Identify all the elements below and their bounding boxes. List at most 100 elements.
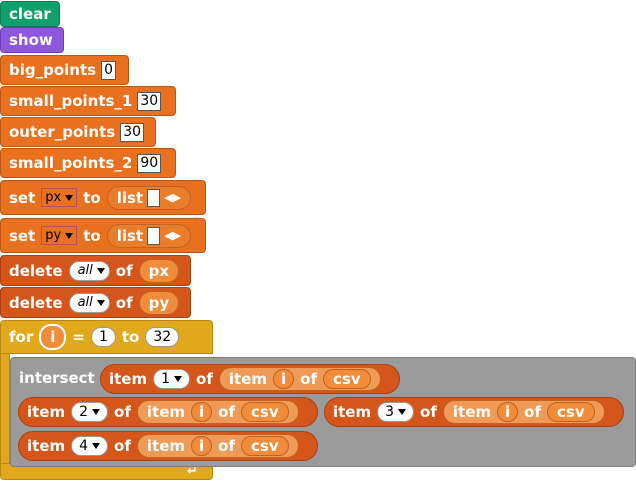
var-csv-label: csv: [333, 370, 361, 388]
of-label: of: [524, 403, 542, 421]
loop-arrow-icon: ↵: [187, 464, 198, 479]
dropdown-arrow-icon: [92, 409, 101, 415]
var-i[interactable]: i: [191, 436, 213, 456]
list-reporter[interactable]: list ◀▶: [106, 185, 192, 210]
dropdown-arrow-icon: [174, 376, 183, 382]
delete-label: delete: [9, 293, 63, 312]
item-reporter-3[interactable]: item 3 of item i of csv: [324, 397, 624, 427]
of-label: of: [115, 261, 133, 280]
to-label: to: [83, 226, 101, 245]
list-slot[interactable]: [147, 188, 161, 207]
outer-points-label: outer_points: [9, 123, 116, 141]
item-index: 3: [385, 404, 395, 420]
outer-points-input[interactable]: 30: [120, 122, 145, 142]
dropdown-arrow-icon: [398, 409, 407, 415]
item-of-i-reporter[interactable]: item i of csv: [136, 400, 299, 424]
item-index: 2: [79, 404, 89, 420]
set-py-block[interactable]: set py to list ◀▶: [0, 218, 206, 253]
item-index-dropdown-3[interactable]: 3: [377, 402, 415, 422]
var-csv[interactable]: csv: [323, 369, 371, 389]
var-py-reporter[interactable]: py: [138, 290, 180, 315]
var-py-label: py: [45, 228, 62, 243]
for-loop-block[interactable]: for i = 1 to 32: [0, 320, 213, 354]
item-label: item: [146, 403, 186, 421]
delete-option-dropdown[interactable]: all: [68, 292, 110, 313]
small-points-1-label: small_points_1: [9, 92, 133, 110]
list-reporter[interactable]: list ◀▶: [106, 223, 192, 248]
var-i[interactable]: i: [273, 369, 295, 389]
big-points-input[interactable]: 0: [101, 60, 116, 80]
delete-px-block[interactable]: delete all of px: [0, 255, 191, 286]
show-block[interactable]: show: [0, 27, 64, 53]
loop-var-label: i: [50, 328, 56, 346]
for-end-input[interactable]: 32: [145, 327, 180, 347]
item-index-dropdown-4[interactable]: 4: [71, 436, 109, 456]
list-slot[interactable]: [147, 226, 161, 245]
of-label: of: [420, 403, 437, 421]
item-label: item: [452, 403, 492, 421]
dropdown-arrow-icon: [96, 299, 105, 306]
delete-option: all: [77, 263, 93, 278]
var-csv[interactable]: csv: [241, 436, 289, 456]
item-label: item: [27, 437, 66, 455]
var-csv[interactable]: csv: [241, 402, 289, 422]
var-px-label: px: [148, 261, 170, 280]
item-index-dropdown-2[interactable]: 2: [71, 402, 109, 422]
clear-label: clear: [9, 5, 51, 23]
item-index: 4: [79, 438, 89, 454]
small-points-2-label: small_points_2: [9, 154, 133, 172]
var-px-reporter[interactable]: px: [138, 258, 180, 283]
item-label: item: [333, 403, 372, 421]
item-label: item: [146, 437, 186, 455]
small-points-2-input[interactable]: 90: [137, 153, 162, 173]
var-dropdown-py[interactable]: py: [41, 226, 78, 245]
set-px-block[interactable]: set px to list ◀▶: [0, 180, 206, 215]
loop-var-i[interactable]: i: [39, 324, 67, 350]
small-points-1-input[interactable]: 30: [137, 91, 162, 111]
var-dropdown-px[interactable]: px: [41, 188, 78, 207]
equals-label: =: [72, 328, 85, 346]
outer-points-block[interactable]: outer_points 30: [0, 117, 156, 147]
dropdown-arrow-icon: [96, 267, 105, 274]
delete-option-dropdown[interactable]: all: [68, 260, 110, 281]
set-label: set: [9, 226, 36, 245]
list-label: list: [116, 226, 144, 245]
arrows-icon[interactable]: ◀▶: [164, 191, 182, 204]
item-label: item: [109, 370, 148, 388]
item-reporter-1[interactable]: item 1 of item i of csv: [100, 364, 400, 394]
of-label: of: [218, 403, 236, 421]
for-label: for: [9, 328, 34, 346]
item-of-i-reporter[interactable]: item i of csv: [218, 367, 381, 391]
of-label: of: [115, 293, 133, 312]
var-csv[interactable]: csv: [547, 402, 595, 422]
var-csv-label: csv: [251, 437, 279, 455]
var-i[interactable]: i: [191, 402, 213, 422]
item-index: 1: [161, 371, 171, 387]
clear-block[interactable]: clear: [0, 1, 60, 27]
delete-label: delete: [9, 261, 63, 280]
small-points-1-block[interactable]: small_points_1 30: [0, 86, 176, 116]
delete-py-block[interactable]: delete all of py: [0, 287, 191, 318]
var-i[interactable]: i: [497, 402, 519, 422]
of-label: of: [196, 370, 213, 388]
for-start-input[interactable]: 1: [90, 327, 116, 347]
to-label: to: [121, 328, 140, 346]
item-label: item: [27, 403, 66, 421]
item-of-i-reporter[interactable]: item i of csv: [136, 434, 299, 458]
small-points-2-block[interactable]: small_points_2 90: [0, 148, 176, 178]
list-label: list: [116, 188, 144, 207]
dropdown-arrow-icon: [65, 194, 74, 201]
arrows-icon[interactable]: ◀▶: [164, 229, 182, 242]
show-label: show: [9, 31, 53, 49]
item-of-i-reporter[interactable]: item i of csv: [442, 400, 605, 424]
var-px-label: px: [45, 190, 62, 205]
big-points-block[interactable]: big_points 0: [0, 55, 129, 85]
intersect-label: intersect: [19, 369, 95, 387]
for-loop-arm: [0, 353, 10, 465]
big-points-label: big_points: [9, 61, 97, 79]
var-i-label: i: [199, 403, 205, 421]
item-reporter-4[interactable]: item 4 of item i of csv: [18, 431, 318, 461]
item-index-dropdown-1[interactable]: 1: [153, 369, 191, 389]
dropdown-arrow-icon: [65, 232, 74, 239]
item-reporter-2[interactable]: item 2 of item i of csv: [18, 397, 318, 427]
